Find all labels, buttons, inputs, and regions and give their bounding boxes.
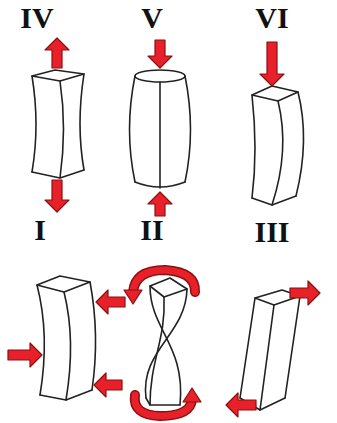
figure-number: IV [20, 3, 53, 33]
shear-bar [240, 290, 300, 410]
torsion-bar [145, 278, 187, 405]
figure-number: II [140, 215, 163, 245]
torsion-arrows [133, 270, 195, 416]
bending-bar [252, 86, 304, 205]
figure-number: I [34, 215, 46, 245]
shear-bent-bar [37, 276, 96, 400]
figure-number: III [254, 217, 289, 247]
force-arrows [8, 38, 320, 417]
compression-bar [130, 70, 191, 188]
figure-number: V [141, 3, 163, 33]
figure-number: VI [255, 3, 288, 33]
tension-bar [32, 70, 84, 178]
